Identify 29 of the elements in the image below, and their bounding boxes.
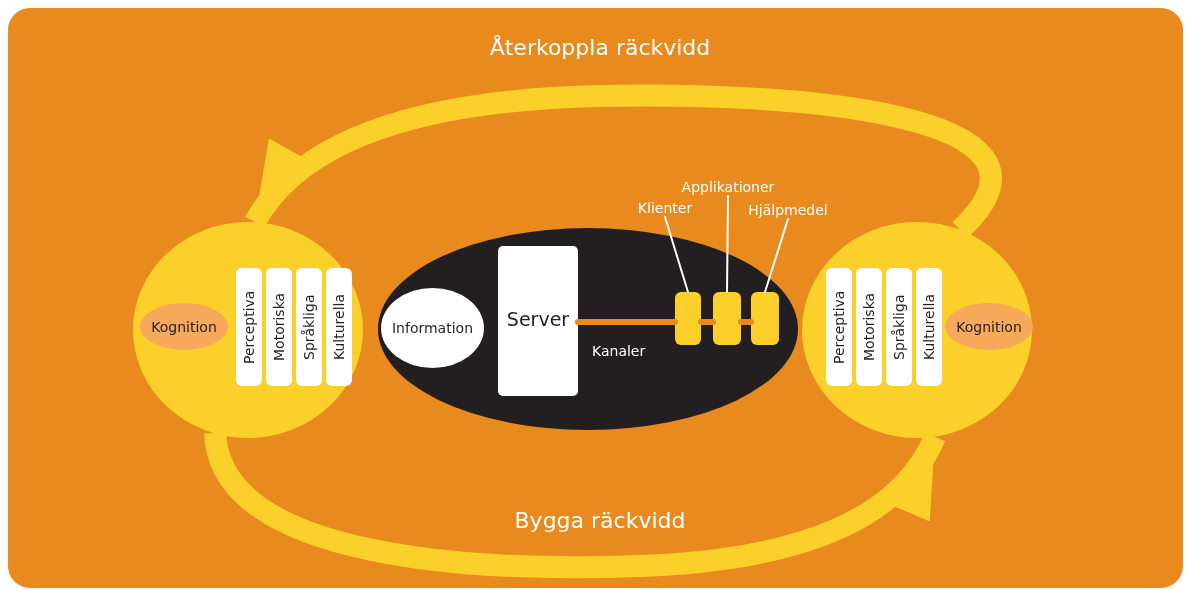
server-box: Server xyxy=(498,246,578,396)
curved-arrow xyxy=(245,84,1002,238)
category-tab: Motoriska xyxy=(266,268,292,386)
channel-label: Kanaler xyxy=(592,343,646,359)
category-tab: Kulturella xyxy=(326,268,352,386)
component-box xyxy=(751,292,779,345)
channel-line xyxy=(738,319,754,325)
category-tab: Motoriska xyxy=(856,268,882,386)
callout-label: Applikationer xyxy=(676,178,780,196)
component-box xyxy=(713,292,741,345)
callout-label: Klienter xyxy=(633,199,697,217)
channel-line xyxy=(698,319,716,325)
component-box xyxy=(675,292,701,345)
category-tab: Kulturella xyxy=(916,268,942,386)
category-tab: Perceptiva xyxy=(826,268,852,386)
ellipse-label: Kognition xyxy=(140,303,228,350)
ellipse-label: Information xyxy=(381,288,484,368)
ellipse-label: Kognition xyxy=(945,303,1033,350)
leader-line xyxy=(726,195,729,293)
callout-label: Hjälpmedel xyxy=(743,201,833,219)
edge-label: Återkoppla räckvidd xyxy=(489,34,711,60)
category-tab: Språkliga xyxy=(296,268,322,386)
channel-line xyxy=(575,319,678,326)
category-tab: Språkliga xyxy=(886,268,912,386)
edge-label: Bygga räckvidd xyxy=(514,507,686,533)
curved-arrow xyxy=(204,430,945,579)
leader-line xyxy=(764,218,789,293)
leader-line xyxy=(664,216,689,293)
category-tab: Perceptiva xyxy=(236,268,262,386)
